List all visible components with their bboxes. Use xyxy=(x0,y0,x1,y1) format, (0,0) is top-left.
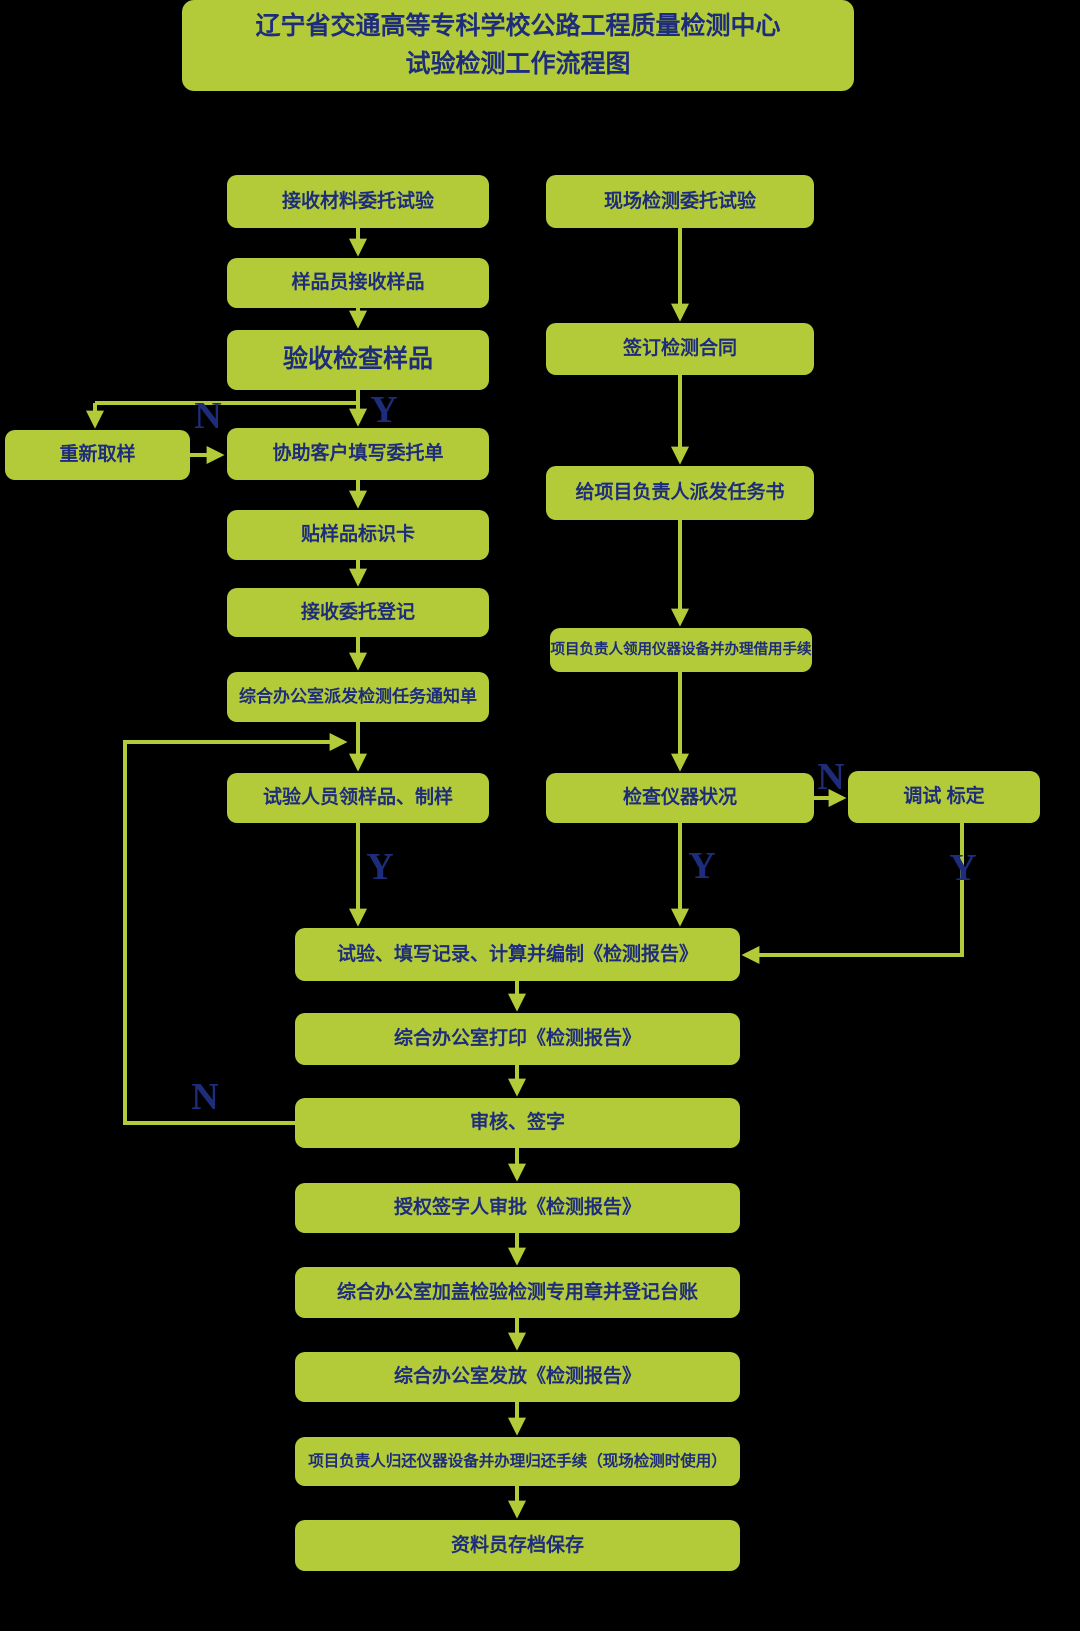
node-issue-report: 综合办公室发放《检测报告》 xyxy=(295,1352,740,1402)
branch-label-y-accept: Y xyxy=(370,389,398,431)
node-inspect-sample: 验收检查样品 xyxy=(227,330,489,390)
branch-label-y-calibrate: Y xyxy=(949,847,977,889)
node-label-card: 贴样品标识卡 xyxy=(227,510,489,560)
branch-label-n-resample: N xyxy=(194,395,222,437)
branch-label-y-sample: Y xyxy=(366,846,394,888)
node-register-commission: 接收委托登记 xyxy=(227,588,489,637)
node-archive: 资料员存档保存 xyxy=(295,1520,740,1571)
node-dispatch-notice: 综合办公室派发检测任务通知单 xyxy=(227,672,489,722)
node-stamp-register: 综合办公室加盖检验检测专用章并登记台账 xyxy=(295,1267,740,1318)
node-sign-contract: 签订检测合同 xyxy=(546,323,814,375)
node-review-sign: 审核、签字 xyxy=(295,1098,740,1148)
node-receive-material: 接收材料委托试验 xyxy=(227,175,489,228)
node-sampler-receive: 样品员接收样品 xyxy=(227,258,489,308)
branch-label-n-instrument: N xyxy=(817,756,845,798)
node-fetch-sample: 试验人员领样品、制样 xyxy=(227,773,489,823)
node-test-record: 试验、填写记录、计算并编制《检测报告》 xyxy=(295,928,740,981)
flowchart-title: 辽宁省交通高等专科学校公路工程质量检测中心 试验检测工作流程图 xyxy=(182,0,854,91)
node-return-equipment: 项目负责人归还仪器设备并办理归还手续（现场检测时使用） xyxy=(295,1437,740,1486)
node-calibrate: 调试 标定 xyxy=(848,771,1040,823)
node-assist-fill-form: 协助客户填写委托单 xyxy=(227,428,489,480)
node-print-report: 综合办公室打印《检测报告》 xyxy=(295,1013,740,1065)
connector-review-loop-back xyxy=(123,733,348,1125)
node-assign-task: 给项目负责人派发任务书 xyxy=(546,466,814,520)
node-approve-report: 授权签字人审批《检测报告》 xyxy=(295,1183,740,1233)
node-borrow-equipment: 项目负责人领用仪器设备并办理借用手续 xyxy=(550,628,812,672)
node-resample: 重新取样 xyxy=(5,430,190,480)
node-site-commission: 现场检测委托试验 xyxy=(546,175,814,228)
connector-calibrate-to-testrecord xyxy=(741,823,964,964)
title-line2: 试验检测工作流程图 xyxy=(405,49,631,78)
branch-label-n-review: N xyxy=(191,1076,219,1118)
title-line1: 辽宁省交通高等专科学校公路工程质量检测中心 xyxy=(255,12,781,40)
node-check-instrument: 检查仪器状况 xyxy=(546,773,814,823)
branch-label-y-instrument: Y xyxy=(688,845,716,887)
